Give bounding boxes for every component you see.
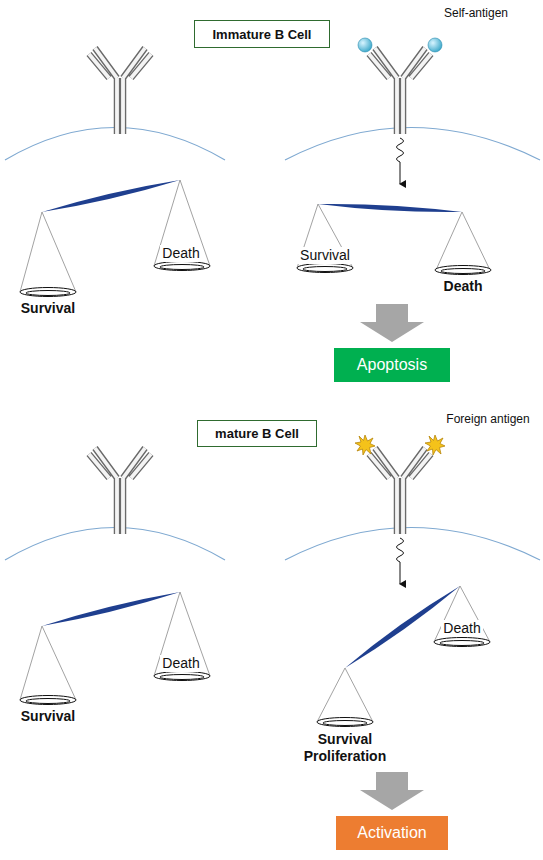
outcome-label: Death — [160, 245, 201, 262]
box-text: Activation — [357, 824, 426, 842]
antigen-label: Foreign antigen — [444, 412, 531, 426]
outcome-box: Activation — [336, 816, 448, 850]
title-box: Immature B Cell — [194, 20, 330, 48]
self-antigen — [358, 38, 442, 52]
balance-beam — [42, 180, 462, 668]
cell-membrane — [5, 128, 540, 561]
outcome-label: Death — [160, 655, 201, 672]
outcome-box: Apoptosis — [334, 348, 450, 382]
balance-strings — [20, 180, 490, 722]
outcome-label: Death — [441, 620, 482, 637]
antibody — [89, 48, 431, 534]
outcome-label: Survival Proliferation — [293, 731, 397, 765]
box-text: mature B Cell — [215, 426, 299, 441]
box-text: Immature B Cell — [213, 27, 312, 42]
antigen-label: Self-antigen — [442, 6, 510, 20]
outcome-label: Survival — [298, 247, 352, 264]
title-box: mature B Cell — [197, 420, 317, 447]
foreign-antigen — [355, 435, 445, 455]
box-text: Apoptosis — [357, 356, 427, 374]
outcome-label: Death — [442, 278, 485, 295]
outcome-label: Survival — [19, 300, 77, 317]
outcome-label: Survival — [19, 708, 77, 725]
balance-pan — [20, 262, 491, 727]
